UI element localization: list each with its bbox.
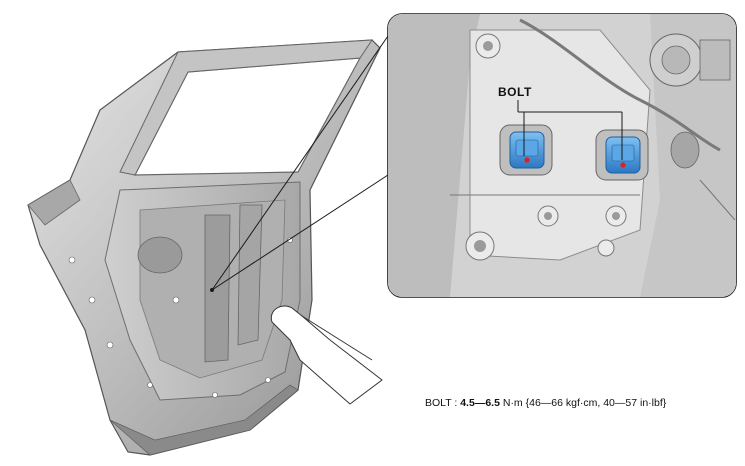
spec-torque-max: 6.5 bbox=[485, 397, 500, 409]
bolt-leader-lines bbox=[517, 100, 623, 160]
spec-units: N·m {46—66 kgf·cm, 40—57 in·lbf} bbox=[499, 397, 667, 409]
hand-icon bbox=[270, 305, 383, 405]
detail-callout bbox=[387, 13, 737, 298]
bolt-callout-label: BOLT bbox=[498, 85, 532, 99]
bolt-left bbox=[509, 131, 545, 169]
spec-torque-min: 4.5 bbox=[460, 397, 475, 409]
spec-dash: — bbox=[474, 397, 486, 409]
spec-prefix: BOLT : bbox=[425, 397, 461, 409]
rear-door bbox=[27, 39, 381, 456]
bolt-right bbox=[605, 136, 641, 174]
callout-leader-lines bbox=[211, 35, 389, 291]
torque-specification: BOLT : 4.5—6.5 N·m {46—66 kgf·cm, 40—57 … bbox=[425, 397, 666, 409]
callout-target-point bbox=[210, 288, 214, 292]
